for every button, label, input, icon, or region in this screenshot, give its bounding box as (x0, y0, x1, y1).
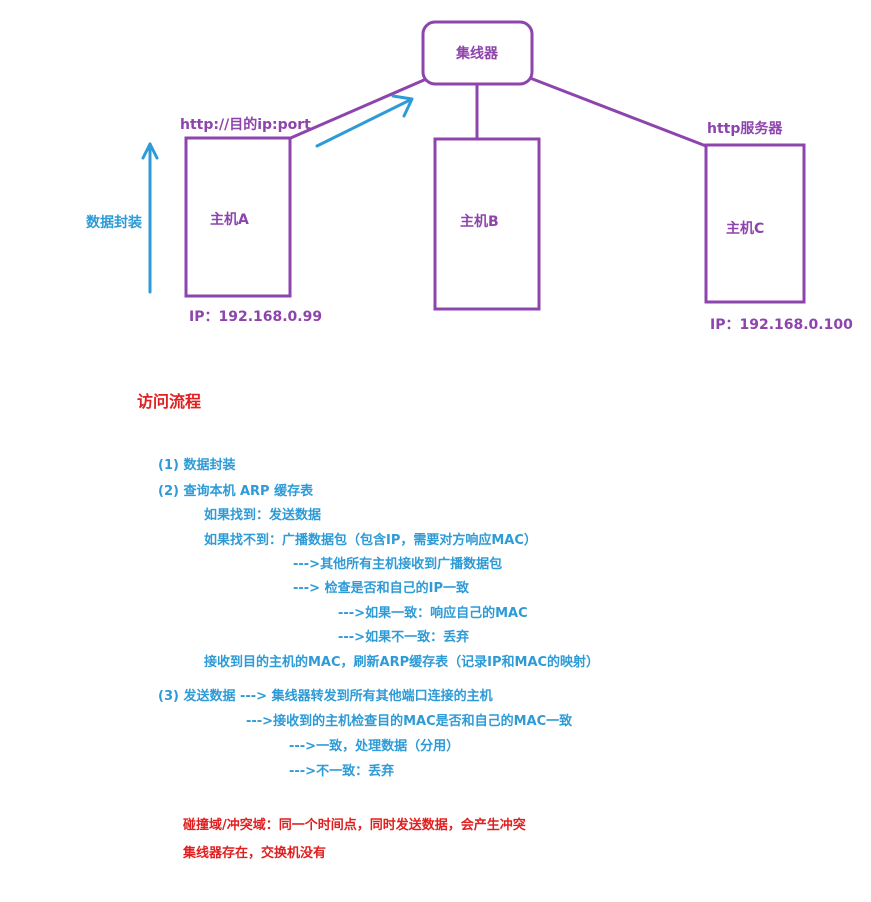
flow-step-1: (1) 数据封装 (158, 458, 236, 473)
flow-step-3-inconsistent: --->不一致：丢弃 (289, 764, 395, 779)
host-b-node (433, 137, 541, 311)
flow-step-3-consistent: --->一致，处理数据（分用） (289, 739, 460, 754)
host-c-label: 主机C (726, 220, 764, 237)
host-a-label: 主机A (210, 211, 249, 228)
send-arrow (315, 94, 414, 148)
host-a-ip-label: IP：192.168.0.99 (189, 309, 322, 325)
flow-step-2-not-found: 如果找不到：广播数据包（包含IP，需要对方响应MAC） (204, 533, 537, 548)
host-b-label: 主机B (460, 213, 499, 230)
flow-step-2: (2) 查询本机 ARP 缓存表 (158, 484, 314, 499)
host-a-request-label: http://目的ip:port (180, 116, 311, 133)
encapsulation-arrow (141, 142, 159, 294)
flow-step-2-refresh-cache: 接收到目的主机的MAC，刷新ARP缓存表（记录IP和MAC的映射） (204, 655, 600, 670)
flow-step-2-match: --->如果一致：响应自己的MAC (338, 606, 528, 621)
flow-step-2-found: 如果找到：发送数据 (204, 508, 322, 523)
link-hub-host-c (528, 76, 708, 148)
flow-title: 访问流程 (137, 392, 202, 411)
flow-step-3: (3) 发送数据 ---> 集线器转发到所有其他端口连接的主机 (158, 689, 493, 704)
hub-label: 集线器 (455, 45, 499, 62)
link-hub-host-a (284, 78, 426, 142)
hub-switch-note: 集线器存在，交换机没有 (183, 846, 327, 861)
host-c-service-label: http服务器 (707, 120, 783, 137)
encapsulation-label: 数据封装 (86, 214, 143, 231)
flow-step-3-check-mac: --->接收到的主机检查目的MAC是否和自己的MAC一致 (246, 714, 573, 729)
flow-step-2-check-ip: ---> 检查是否和自己的IP一致 (293, 581, 469, 596)
flow-step-2-broadcast-receive: --->其他所有主机接收到广播数据包 (293, 557, 503, 572)
hub-node (421, 20, 534, 86)
host-c-node (704, 143, 806, 304)
host-c-ip-label: IP：192.168.0.100 (710, 317, 853, 333)
collision-domain-note: 碰撞域/冲突域：同一个时间点，同时发送数据，会产生冲突 (183, 818, 526, 833)
host-a-node (184, 136, 292, 298)
flow-step-2-mismatch: --->如果不一致：丢弃 (338, 630, 470, 645)
